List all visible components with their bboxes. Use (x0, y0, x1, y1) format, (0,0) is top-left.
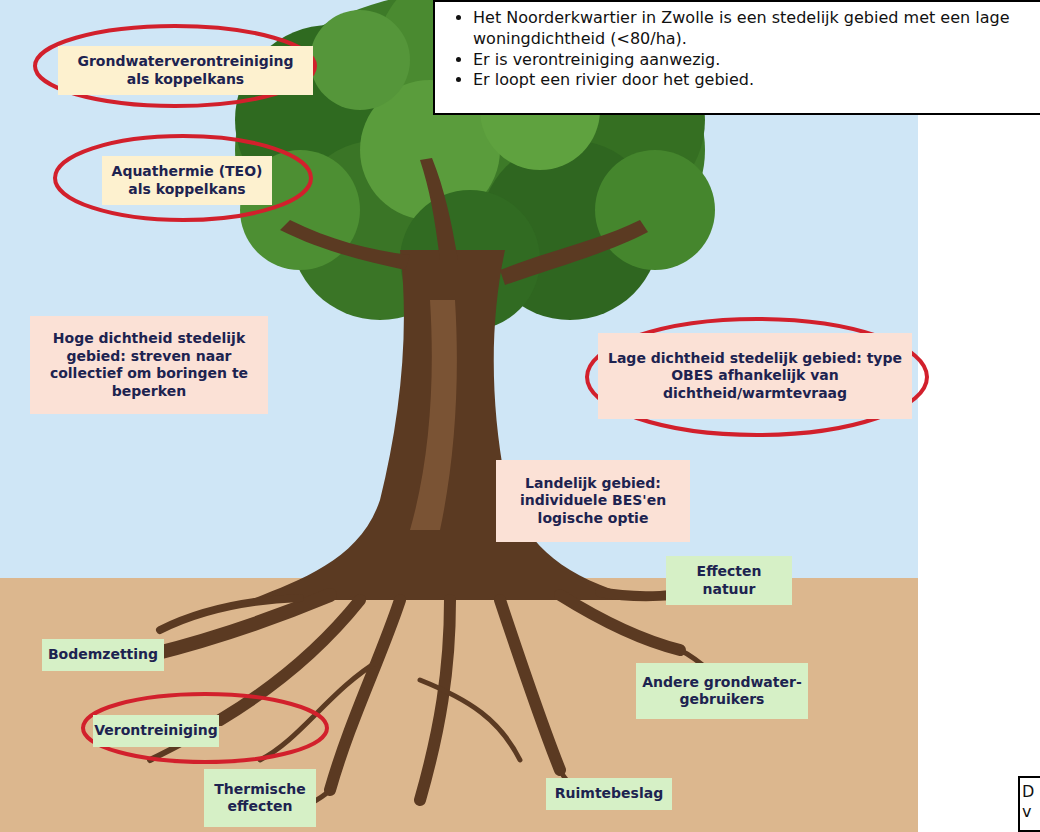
bullet-text: Het Noorderkwartier in Zwolle is een ste… (473, 8, 1026, 50)
box-label: Aquathermie (TEO) als koppelkans (108, 163, 266, 198)
box-label: Bodemzetting (48, 646, 158, 664)
bullet-list: Het Noorderkwartier in Zwolle is een ste… (451, 8, 1026, 91)
opportunity-box: Grondwaterverontreiniging als koppelkans (58, 46, 313, 95)
opportunity-box: Aquathermie (TEO) als koppelkans (102, 156, 272, 205)
box-label: Hoge dichtheid stedelijk gebied: streven… (36, 330, 262, 400)
area-type-box: Hoge dichtheid stedelijk gebied: streven… (30, 316, 268, 414)
ground (0, 578, 918, 832)
box-label: Verontreiniging (94, 722, 218, 740)
bullet-text: Er is verontreiniging aanwezig. (473, 50, 1026, 71)
trunk-highlight (410, 300, 457, 530)
box-label: Ruimtebeslag (555, 785, 663, 803)
box-label: Landelijk gebied: individuele BES'en log… (502, 475, 684, 528)
info-box: Het Noorderkwartier in Zwolle is een ste… (433, 0, 1040, 115)
risk-box: Thermische effecten (204, 769, 316, 827)
box-label: Thermische effecten (210, 781, 310, 816)
area-type-box: Landelijk gebied: individuele BES'en log… (496, 460, 690, 542)
risk-box: Verontreiniging (93, 715, 219, 747)
box-label: Andere grondwater-gebruikers (642, 674, 802, 709)
risk-box: Andere grondwater-gebruikers (636, 663, 808, 719)
risk-box: Effecten natuur (666, 556, 792, 605)
bullet-text: Er loopt een rivier door het gebied. (473, 70, 1026, 91)
box-label: Grondwaterverontreiniging als koppelkans (64, 53, 307, 88)
box-label: Lage dichtheid stedelijk gebied: type OB… (604, 350, 906, 403)
box-label: D v (1022, 782, 1036, 822)
box-label: Effecten natuur (672, 563, 786, 598)
risk-box: Bodemzetting (42, 639, 164, 671)
area-type-box: Lage dichtheid stedelijk gebied: type OB… (598, 333, 912, 419)
red-highlight-ellipse (35, 26, 927, 762)
cut-off-box: D v (1018, 776, 1040, 832)
risk-box: Ruimtebeslag (546, 778, 672, 810)
